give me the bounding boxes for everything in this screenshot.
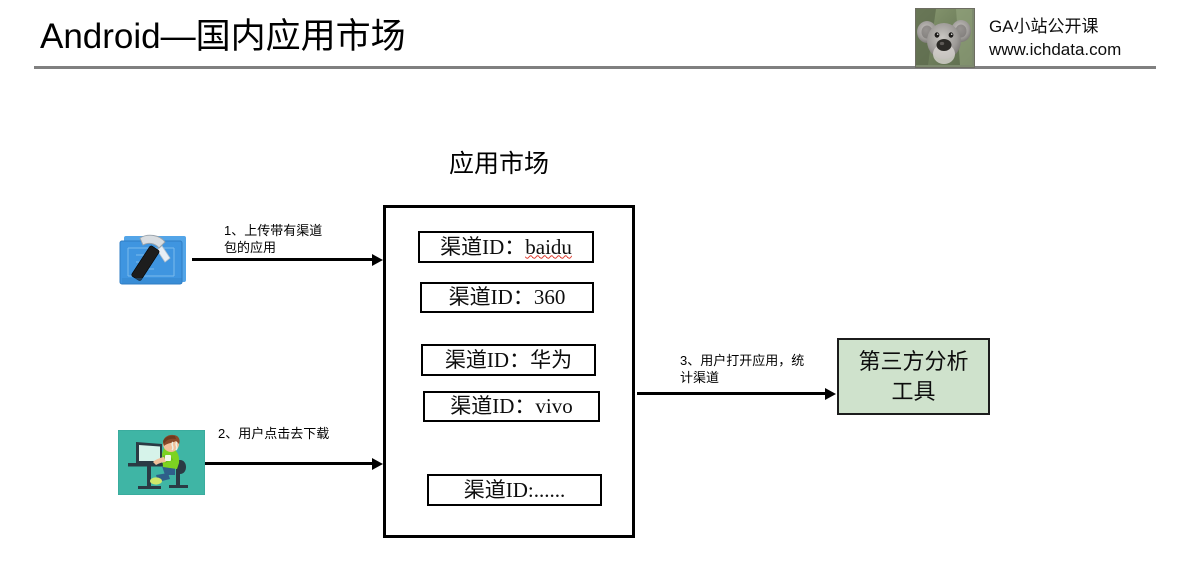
flow-1-arrow-line — [192, 258, 372, 261]
channel-label-prefix: 渠道ID: — [463, 477, 534, 502]
flow-3-label: 3、用户打开应用，统 计渠道 — [680, 352, 804, 386]
flow-1-label-line-1: 1、上传带有渠道 — [224, 223, 323, 238]
channel-box-360: 渠道ID：360 — [420, 282, 594, 313]
brand-line-1: GA小站公开课 — [989, 17, 1099, 36]
channel-label-value: vivo — [535, 394, 573, 418]
channel-label-prefix: 渠道ID： — [444, 347, 531, 372]
brand-block: GA小站公开课 www.ichdata.com — [915, 8, 1121, 68]
brand-text: GA小站公开课 www.ichdata.com — [989, 15, 1121, 61]
flow-2-arrow-line — [205, 462, 372, 465]
channel-label-prefix: 渠道ID： — [448, 285, 534, 309]
channel-label-value: 华为 — [530, 347, 573, 372]
channel-label-value: 360 — [533, 285, 566, 309]
xcode-hammer-blueprint-icon — [118, 222, 192, 290]
flow-2-label: 2、用户点击去下载 — [218, 425, 329, 442]
market-label: 应用市场 — [449, 151, 550, 178]
page-title: Android—国内应用市场 — [40, 17, 406, 56]
channel-label-value: ...... — [533, 477, 566, 502]
flow-2-arrow-head — [372, 457, 383, 470]
title-divider — [34, 66, 1156, 69]
channel-label-value: baidu — [525, 234, 572, 259]
flow-1-label: 1、上传带有渠道 包的应用 — [224, 222, 322, 256]
flow-3-arrow-line — [637, 392, 825, 395]
channel-box-baidu: 渠道ID：baidu — [418, 231, 594, 263]
person-at-laptop-icon — [118, 430, 205, 495]
third-party-analytics-box: 第三方分析 工具 — [837, 338, 990, 415]
flow-3-label-line-1: 3、用户打开应用，统 — [680, 353, 805, 368]
channel-label-prefix: 渠道ID： — [450, 394, 536, 418]
channel-box-huawei: 渠道ID：华为 — [421, 344, 596, 376]
channel-label-prefix: 渠道ID： — [440, 234, 526, 259]
analytics-line-2: 工具 — [891, 378, 936, 404]
channel-box-vivo: 渠道ID：vivo — [423, 391, 600, 422]
channel-box-more: 渠道ID:...... — [427, 474, 602, 506]
analytics-line-1: 第三方分析 — [858, 348, 969, 374]
koala-photo-icon — [915, 8, 975, 68]
flow-1-arrow-head — [372, 253, 383, 266]
flow-2-label-line-1: 2、用户点击去下载 — [218, 426, 330, 441]
brand-line-2: www.ichdata.com — [989, 40, 1122, 59]
flow-3-arrow-head — [825, 387, 836, 400]
flow-3-label-line-2: 计渠道 — [680, 370, 720, 385]
flow-1-label-line-2: 包的应用 — [224, 240, 277, 255]
